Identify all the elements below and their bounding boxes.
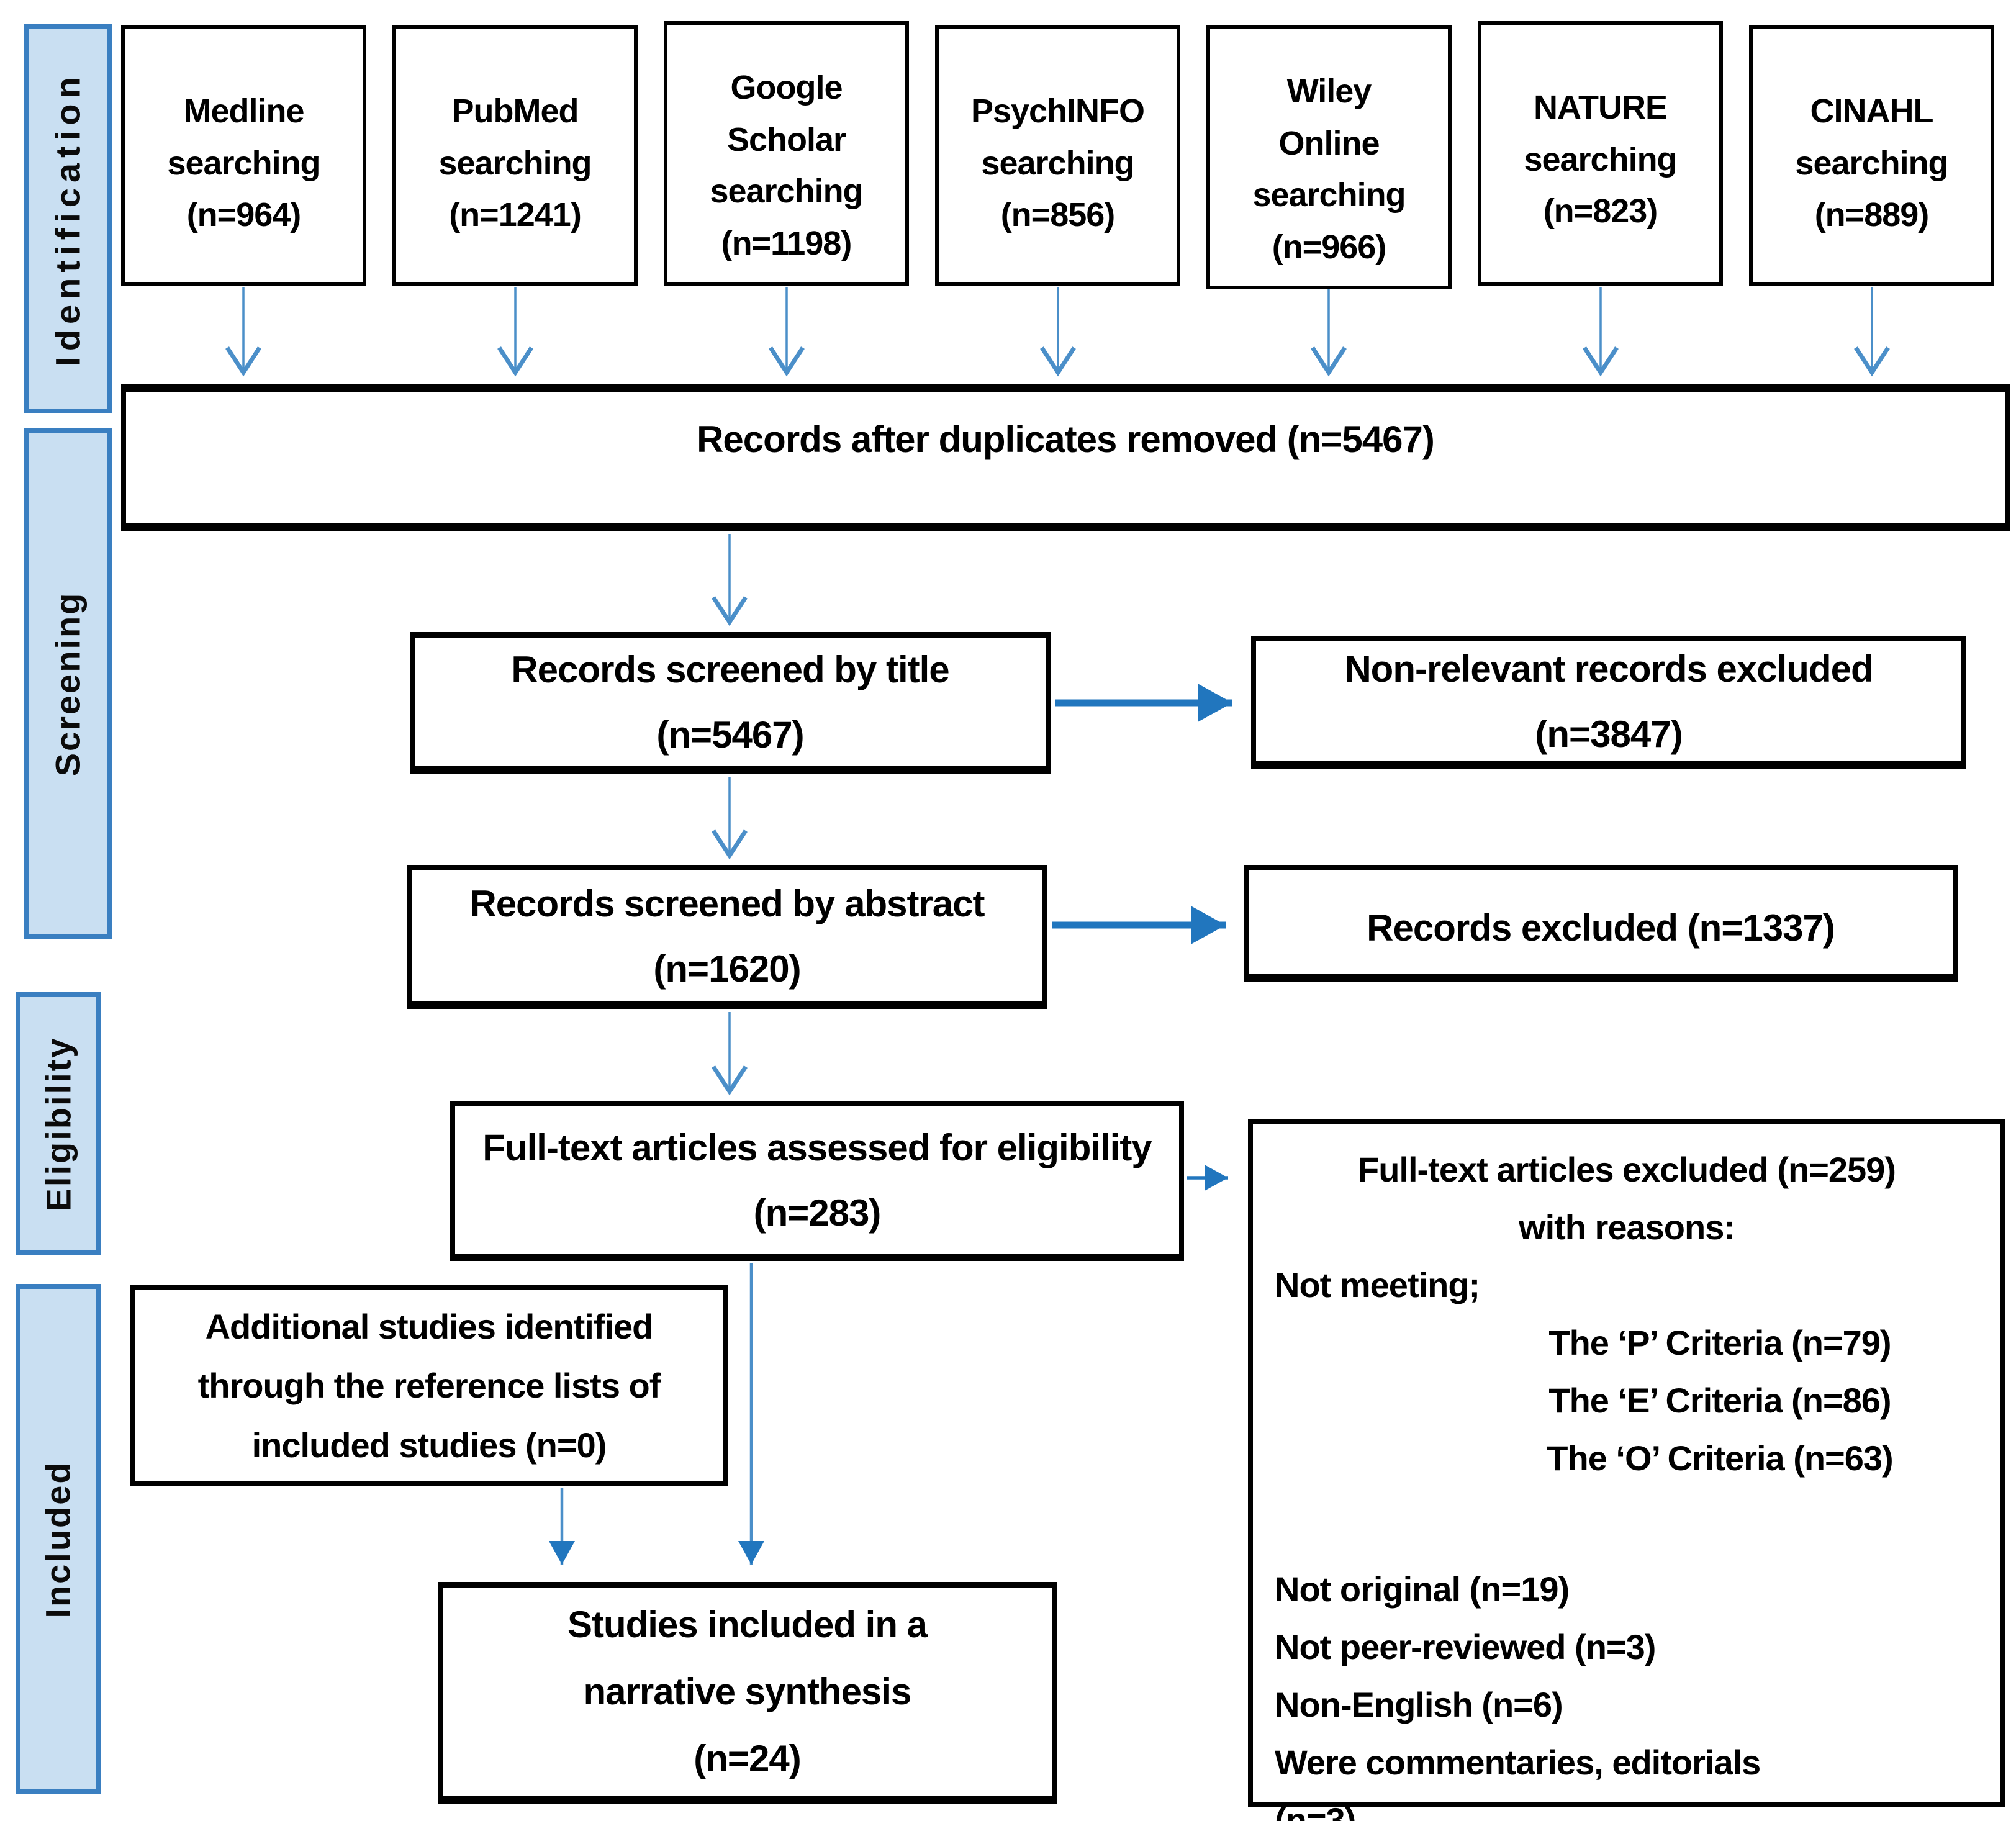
fulltext-assessed-box: Full-text articles assessed for eligibil… <box>450 1101 1184 1261</box>
records-screened-abstract-text: Records screened by abstract (n=1620) <box>469 882 985 990</box>
source-box-cinahl: CINAHL searching (n=889) <box>1749 25 1994 286</box>
stage-label-screening-text: Screening <box>48 591 88 777</box>
source-box-psychinfo-text: PsychINFO searching (n=856) <box>970 93 1145 234</box>
fulltext-excluded-criteria-e: The ‘E’ Criteria (n=86) <box>1548 1381 1891 1420</box>
non-relevant-excluded-box: Non-relevant records excluded (n=3847) <box>1251 636 1966 769</box>
included-synthesis-text: Studies included in a narrative synthesi… <box>567 1604 928 1779</box>
stage-label-eligibility-text: Eligibility <box>38 1036 78 1211</box>
records-excluded-text: Records excluded (n=1337) <box>1367 907 1835 949</box>
fulltext-excluded-criteria-o: The ‘O’ Criteria (n=63) <box>1547 1439 1893 1478</box>
included-synthesis-box: Studies included in a narrative synthesi… <box>438 1582 1057 1804</box>
records-excluded-box: Records excluded (n=1337) <box>1244 865 1958 982</box>
source-box-medline-text: Medline searching (n=964) <box>167 93 320 234</box>
stage-label-eligibility: Eligibility <box>16 992 101 1255</box>
fulltext-assessed-text: Full-text articles assessed for eligibil… <box>482 1126 1152 1234</box>
stage-label-identification: Identification <box>24 24 112 413</box>
fulltext-excluded-criteria-p: The ‘P’ Criteria (n=79) <box>1548 1323 1891 1362</box>
source-box-cinahl-text: CINAHL searching (n=889) <box>1795 93 1948 234</box>
records-after-duplicates-box: Records after duplicates removed (n=5467… <box>121 384 2010 531</box>
fulltext-excluded-reason-non-english: Non-English (n=6) <box>1275 1685 1563 1724</box>
records-after-duplicates-text: Records after duplicates removed (n=5467… <box>697 418 1435 460</box>
source-box-wiley-online-text: Wiley Online searching (n=966) <box>1252 73 1406 266</box>
fulltext-excluded-reason-not-original: Not original (n=19) <box>1275 1570 1570 1609</box>
stage-label-included: Included <box>16 1284 101 1794</box>
additional-studies-box: Additional studies identified through th… <box>130 1285 728 1486</box>
fulltext-excluded-not-meeting: Not meeting; <box>1275 1265 1480 1304</box>
stage-label-identification-text: Identification <box>48 71 88 366</box>
source-box-nature: NATURE searching (n=823) <box>1478 21 1723 286</box>
source-box-nature-text: NATURE searching (n=823) <box>1524 89 1677 230</box>
fulltext-excluded-box: Full-text articles excluded (n=259) with… <box>1248 1119 2005 1821</box>
source-box-wiley-online: Wiley Online searching (n=966) <box>1206 25 1452 289</box>
records-screened-abstract-box: Records screened by abstract (n=1620) <box>407 865 1047 1009</box>
non-relevant-excluded-text: Non-relevant records excluded (n=3847) <box>1344 648 1873 755</box>
stage-label-included-text: Included <box>38 1460 78 1619</box>
source-box-psychinfo: PsychINFO searching (n=856) <box>935 25 1180 286</box>
source-box-medline: Medline searching (n=964) <box>121 25 366 286</box>
fulltext-excluded-reason-commentaries: Were commentaries, editorials (n=3) <box>1275 1743 1761 1821</box>
fulltext-excluded-reason-not-peer-reviewed: Not peer-reviewed (n=3) <box>1275 1627 1656 1666</box>
source-box-pubmed: PubMed searching (n=1241) <box>392 25 638 286</box>
records-screened-title-box: Records screened by title (n=5467) <box>410 632 1051 774</box>
source-box-pubmed-text: PubMed searching (n=1241) <box>438 93 592 234</box>
stage-label-screening: Screening <box>24 428 112 939</box>
fulltext-excluded-title: Full-text articles excluded (n=259) <box>1358 1150 1896 1189</box>
records-screened-title-text: Records screened by title (n=5467) <box>511 648 949 756</box>
fulltext-excluded-subtitle: with reasons: <box>1519 1208 1735 1247</box>
source-box-google-scholar: Google Scholar searching (n=1198) <box>664 21 909 286</box>
additional-studies-text: Additional studies identified through th… <box>197 1307 661 1465</box>
source-box-google-scholar-text: Google Scholar searching (n=1198) <box>710 69 863 263</box>
